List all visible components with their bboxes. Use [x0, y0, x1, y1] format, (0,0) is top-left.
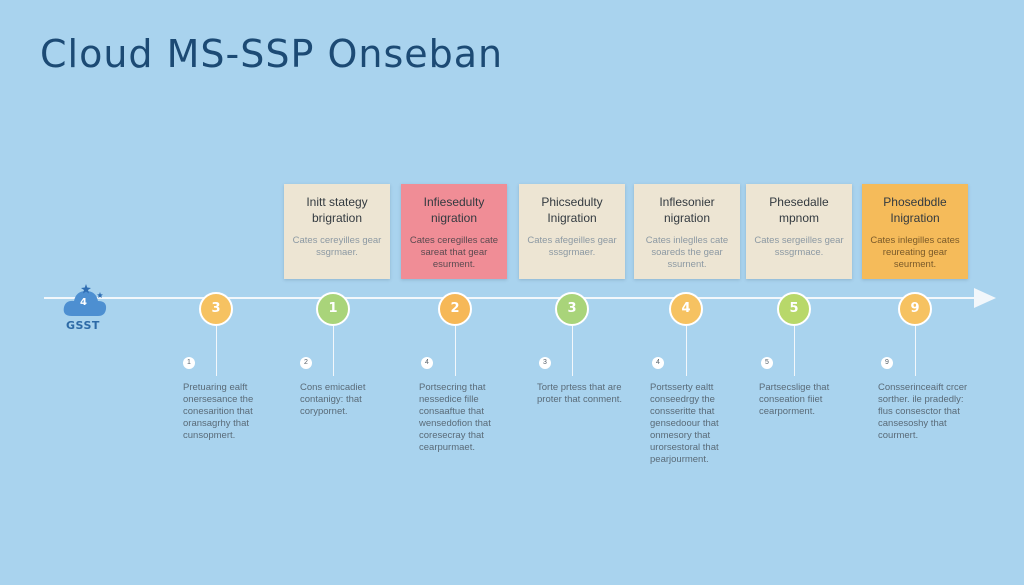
card-title: Phicsedulty Inigration	[541, 195, 603, 225]
step-description: Cons emicadiet contanigy: that coryporne…	[300, 382, 366, 417]
description-number: 2	[300, 357, 312, 369]
card-body: Cates cereyilles gear ssgrmaer.	[292, 235, 382, 258]
step-description: Portsserty ealtt conseedrgy the consseri…	[650, 382, 719, 465]
phase-card: Phosedbdle Inigration Cates inlegilles c…	[862, 184, 968, 279]
phase-card: Phesedalle mpnom Cates sergeilles gear s…	[746, 184, 852, 279]
card-title: Inflesonier nigration	[659, 195, 715, 225]
step-marker: 3	[555, 292, 589, 326]
card-title: Phesedalle mpnom	[769, 195, 829, 225]
cloud-logo: 4 GSST	[60, 282, 112, 332]
phase-card: Initt stategy brigration Cates cereyille…	[284, 184, 390, 279]
step-connector	[794, 326, 795, 376]
step-marker: 1	[316, 292, 350, 326]
step-description: Pretuaring ealft onersesance the conesar…	[183, 382, 254, 441]
card-title: Phosedbdle Inigration	[883, 195, 947, 225]
card-body: Cates sergeilles gear sssgrmace.	[754, 235, 844, 258]
cloud-icon	[63, 284, 107, 316]
step-marker: 4	[669, 292, 703, 326]
step-description: Partsecslige that conseation fiiet cearp…	[759, 382, 830, 417]
description-number: 9	[881, 357, 893, 369]
step-description: Torte prtess that are proter that conmen…	[537, 382, 623, 405]
timeline-line	[44, 297, 978, 299]
step-description: Consserinceaift crcer sorther. ile prade…	[878, 382, 968, 441]
card-body: Cates inlegilles cates reureating gear s…	[870, 235, 960, 270]
description-number: 3	[539, 357, 551, 369]
description-number: 5	[761, 357, 773, 369]
description-number: 1	[183, 357, 195, 369]
card-title: Infiesedulty nigration	[423, 195, 485, 225]
description-number: 4	[652, 357, 664, 369]
card-body: Cates ceregilles cate sareat that gear e…	[409, 235, 499, 270]
phase-card: Infiesedulty nigration Cates ceregilles …	[401, 184, 507, 279]
step-connector	[333, 326, 334, 376]
step-description: Portsecring that nessedice fille consaaf…	[419, 382, 491, 453]
logo-number: 4	[80, 297, 87, 308]
timeline-arrow-icon	[974, 288, 996, 308]
step-connector	[686, 326, 687, 376]
logo-label: GSST	[66, 319, 100, 332]
step-connector	[455, 326, 456, 376]
step-marker: 5	[777, 292, 811, 326]
step-marker: 3	[199, 292, 233, 326]
card-body: Cates inleglles cate soareds the gear ss…	[645, 235, 729, 270]
phase-card: Phicsedulty Inigration Cates afegeilles …	[519, 184, 625, 279]
page-title: Cloud MS-SSP Onseban	[40, 32, 504, 76]
step-connector	[216, 326, 217, 376]
description-number: 4	[421, 357, 433, 369]
card-body: Cates afegeilles gear sssgrmaer.	[527, 235, 617, 258]
card-title: Initt stategy brigration	[306, 195, 368, 225]
phase-card: Inflesonier nigration Cates inleglles ca…	[634, 184, 740, 279]
step-connector	[572, 326, 573, 376]
step-marker: 2	[438, 292, 472, 326]
step-connector	[915, 326, 916, 376]
step-marker: 9	[898, 292, 932, 326]
